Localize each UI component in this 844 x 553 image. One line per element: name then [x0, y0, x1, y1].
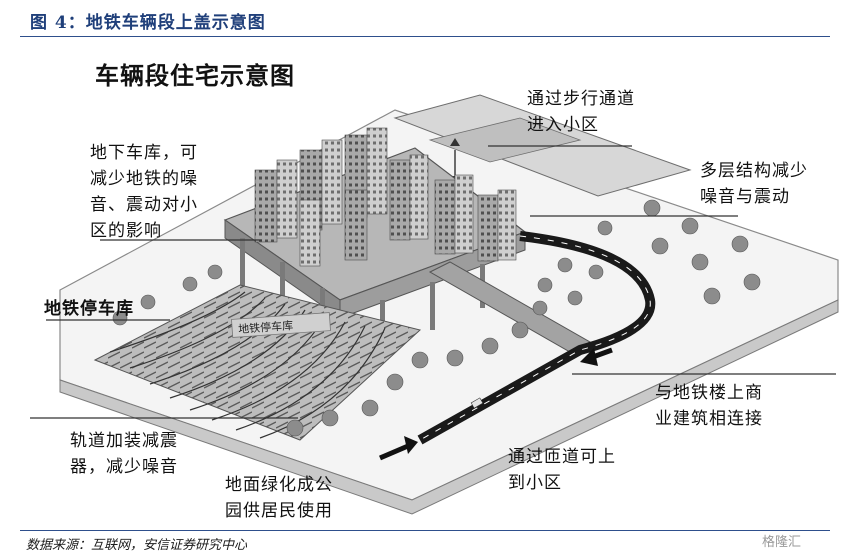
label-underground-garage: 地下车库，可 减少地铁的噪 音、震动对小 区的影响	[90, 143, 198, 241]
label-greening: 地面绿化成公 园供居民使用	[225, 475, 333, 521]
label-depot: 地铁停车库	[44, 299, 134, 319]
diagram-title: 车辆段住宅示意图	[95, 62, 295, 90]
ground-edge	[59, 299, 839, 515]
arrow-commercial	[580, 347, 613, 366]
bottom-rule	[20, 530, 830, 531]
source-note: 数据来源：互联网，安信证券研究中心	[26, 538, 248, 553]
label-track-damper: 轨道加装减震 器，减少噪音	[70, 431, 178, 477]
trees	[112, 199, 761, 437]
top-rule	[20, 36, 830, 37]
label-ramp: 通过匝道可上 到小区	[508, 447, 616, 493]
arrow-ramp-entry	[379, 436, 418, 461]
label-commercial-connection: 与地铁楼上商 业建筑相连接	[655, 383, 763, 429]
watermark: 格隆汇	[762, 535, 802, 550]
embedded-depot-label: 地铁停车库	[238, 318, 294, 336]
label-multilayer-structure: 多层结构减少 噪音与震动	[700, 161, 808, 207]
label-walkway: 通过步行通道 进入小区	[527, 89, 635, 135]
figure-title: 图 4：地铁车辆段上盖示意图	[30, 13, 266, 33]
residential-towers	[254, 127, 517, 267]
leader-lines	[30, 145, 836, 419]
